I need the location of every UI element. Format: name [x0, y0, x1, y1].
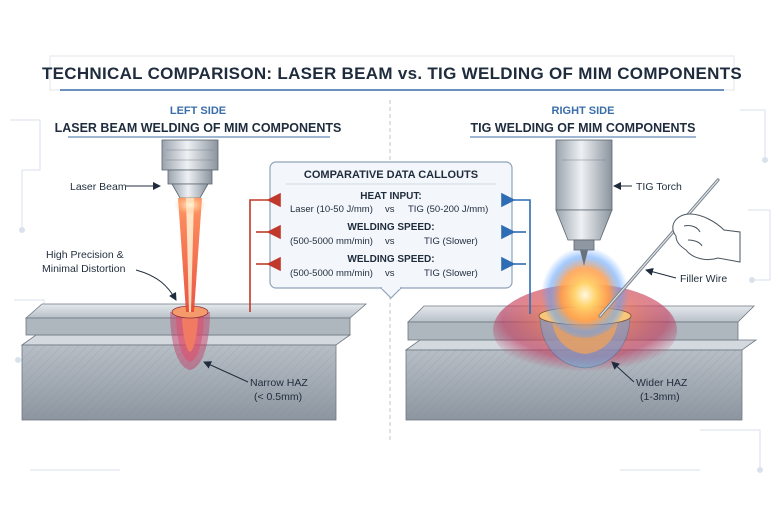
callout-row-heading: HEAT INPUT: [360, 191, 421, 202]
filler-wire [598, 178, 720, 318]
callout-row-welding-speed-2: WELDING SPEED: (500-5000 mm/min) vs TIG … [290, 254, 478, 279]
wider-haz-pointer [611, 361, 635, 383]
page-title: TECHNICAL COMPARISON: LASER BEAM vs. TIG… [42, 64, 742, 83]
tig-torch [555, 139, 613, 266]
title-bar [49, 55, 735, 91]
tig-arc-glow [541, 242, 629, 338]
tig-torch-label: TIG Torch [636, 181, 682, 193]
laser-beam [174, 195, 206, 312]
callout-row-right-value: TIG (50-200 J/mm) [408, 204, 488, 215]
callout-row-left-value: (500-5000 mm/min) [290, 268, 373, 279]
left-workpiece [20, 303, 368, 421]
callout-connectors-right [501, 192, 531, 314]
callout-row-heading: WELDING SPEED: [347, 222, 434, 233]
right-subtitle: TIG WELDING OF MIM COMPONENTS [471, 121, 696, 135]
narrow-haz-label-line2: (< 0.5mm) [254, 391, 302, 403]
precision-pointer [135, 269, 177, 301]
callout-row-right-value: TIG (Slower) [424, 268, 478, 279]
narrow-haz-label-line1: Narrow HAZ [250, 377, 308, 389]
filler-wire-label: Filler Wire [680, 273, 727, 285]
callout-row-left-value: Laser (10-50 J/mm) [290, 204, 373, 215]
callout-row-heat-input: HEAT INPUT: Laser (10-50 J/mm) vs TIG (5… [290, 191, 488, 215]
right-side-label: RIGHT SIDE [552, 105, 615, 117]
wider-haz-label-line1: Wider HAZ [636, 377, 688, 389]
narrow-haz-pointer [203, 361, 249, 383]
callout-row-vs: vs [385, 268, 395, 279]
callout-row-left-value: (500-5000 mm/min) [290, 236, 373, 247]
callout-box: COMPARATIVE DATA CALLOUTS [269, 161, 513, 299]
callout-row-vs: vs [385, 236, 395, 247]
laser-head [161, 139, 219, 199]
left-side-label: LEFT SIDE [170, 105, 226, 117]
filler-wire-pointer [645, 267, 677, 279]
callout-row-vs: vs [385, 204, 395, 215]
callout-row-heading: WELDING SPEED: [347, 254, 434, 265]
callout-title: COMPARATIVE DATA CALLOUTS [304, 169, 478, 181]
laser-beam-label: Laser Beam [70, 181, 127, 193]
callout-row-welding-speed-1: WELDING SPEED: (500-5000 mm/min) vs TIG … [290, 222, 478, 247]
left-subtitle: LASER BEAM WELDING OF MIM COMPONENTS [55, 121, 342, 135]
callout-row-right-value: TIG (Slower) [424, 236, 478, 247]
precision-label-line1: High Precision & [46, 249, 124, 261]
hand-illustration [672, 213, 741, 263]
callout-connectors-left [249, 192, 281, 312]
wider-haz-label-line2: (1-3mm) [640, 391, 680, 403]
precision-label-line2: Minimal Distortion [42, 263, 126, 275]
